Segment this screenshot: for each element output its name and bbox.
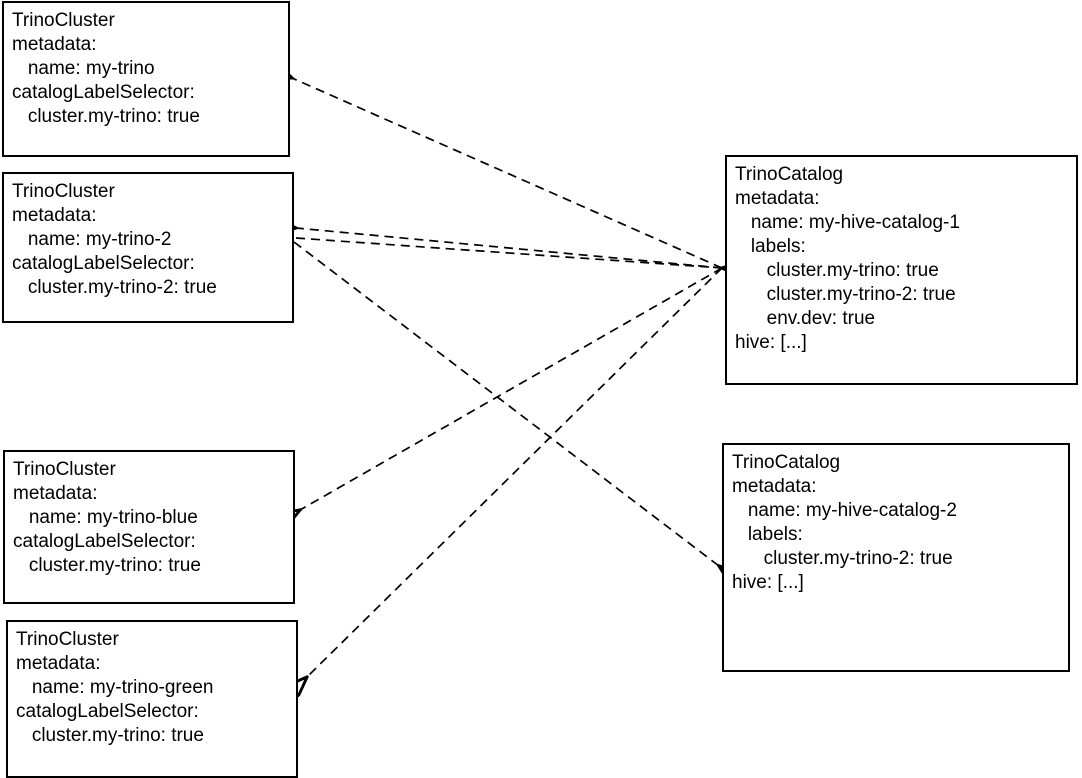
node-trino-cluster-my-trino-blue[interactable]: TrinoCluster metadata: name: my-trino-bl… — [3, 450, 295, 604]
node-body-text: TrinoCluster metadata: name: my-trino-2 … — [12, 181, 217, 298]
node-body-text: TrinoCluster metadata: name: my-trino-gr… — [16, 629, 214, 746]
edge-trino-cluster-my-trino-2-to-trino-catalog-my-hive-catalog-2 — [293, 241, 719, 566]
node-body-text: TrinoCluster metadata: name: my-trino-bl… — [13, 459, 201, 576]
node-trino-cluster-my-trino[interactable]: TrinoCluster metadata: name: my-trino ca… — [2, 1, 290, 157]
node-body-text: TrinoCatalog metadata: name: my-hive-cat… — [735, 164, 960, 353]
edge-trino-catalog-my-hive-catalog-1-to-trino-cluster-my-trino-green — [307, 267, 723, 677]
node-body-text: TrinoCluster metadata: name: my-trino ca… — [12, 10, 200, 127]
node-trino-cluster-my-trino-2[interactable]: TrinoCluster metadata: name: my-trino-2 … — [2, 172, 294, 323]
node-trino-catalog-my-hive-catalog-1[interactable]: TrinoCatalog metadata: name: my-hive-cat… — [725, 155, 1078, 385]
edge-trino-catalog-my-hive-catalog-1-to-trino-cluster-my-trino — [292, 78, 723, 269]
node-body-text: TrinoCatalog metadata: name: my-hive-cat… — [732, 452, 957, 593]
edge-trino-catalog-my-hive-catalog-1-to-trino-cluster-my-trino-2 — [296, 228, 723, 269]
node-trino-cluster-my-trino-green[interactable]: TrinoCluster metadata: name: my-trino-gr… — [6, 620, 298, 778]
edge-paths — [292, 78, 722, 677]
node-trino-catalog-my-hive-catalog-2[interactable]: TrinoCatalog metadata: name: my-hive-cat… — [722, 443, 1070, 672]
edge-trino-cluster-my-trino-2-to-trino-catalog-my-hive-catalog-1 — [295, 237, 722, 268]
edge-trino-catalog-my-hive-catalog-1-to-trino-cluster-my-trino-blue — [300, 267, 723, 510]
